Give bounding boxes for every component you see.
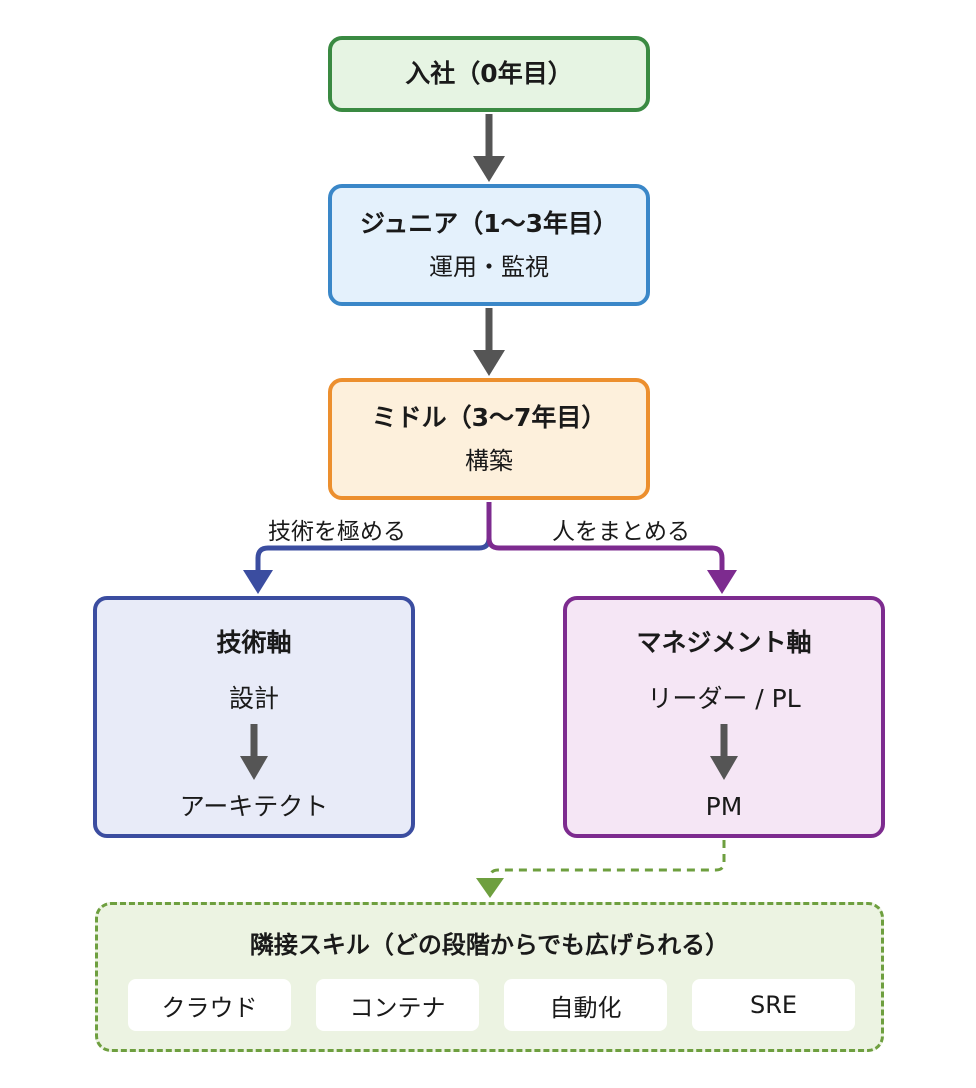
node-entry-title: 入社（0年目） [405,59,573,88]
adjacent-skills-title: 隣接スキル（どの段階からでも広げられる） [249,931,730,959]
node-middle-subtitle: 構築 [465,446,513,475]
skill-chip-sre: SRE [692,979,855,1031]
skill-chip-cloud: クラウド [128,979,291,1031]
arrow-junior-to-middle [473,308,505,376]
mgmt-axis-title: マネジメント軸 [636,628,812,657]
branch-label-tech: 技術を極める [268,519,406,545]
branch-label-mgmt: 人をまとめる [552,519,690,545]
node-entry: 入社（0年目） [328,36,650,112]
mgmt-axis-step-pm: PM [705,792,743,821]
node-middle: ミドル（3〜7年目） 構築 [328,378,650,500]
arrow-entry-to-junior [473,114,505,182]
mgmt-axis-step-leader: リーダー / PL [647,684,801,713]
node-junior: ジュニア（1〜3年目） 運用・監視 [328,184,650,306]
node-junior-subtitle: 運用・監視 [429,252,549,281]
skill-chip-automation: 自動化 [504,979,667,1031]
adjacent-skills-panel: 隣接スキル（どの段階からでも広げられる） クラウド コンテナ 自動化 SRE [95,902,884,1052]
tech-axis-down-arrow-icon [240,724,268,780]
node-mgmt-axis: マネジメント軸 リーダー / PL PM [563,596,885,838]
tech-axis-step-design: 設計 [228,684,279,713]
node-junior-title: ジュニア（1〜3年目） [359,208,619,238]
node-tech-axis: 技術軸 設計 アーキテクト [93,596,415,838]
mgmt-axis-down-arrow-icon [710,724,738,780]
tech-axis-title: 技術軸 [216,628,292,657]
node-middle-title: ミドル（3〜7年目） [371,402,607,432]
skill-chip-container: コンテナ [316,979,479,1031]
dashed-arrow-to-skills [476,840,726,898]
tech-axis-step-architect: アーキテクト [179,792,329,821]
